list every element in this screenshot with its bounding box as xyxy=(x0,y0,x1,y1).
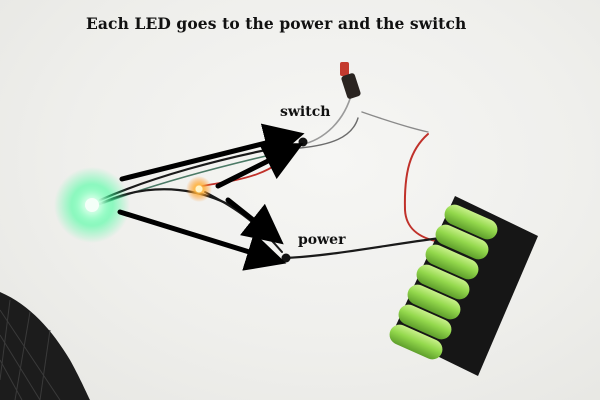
arrow-icon xyxy=(117,209,287,271)
power-junction xyxy=(281,253,291,263)
switch-junction xyxy=(298,137,308,147)
photo-caption: Each LED goes to the power and the switc… xyxy=(86,14,467,33)
battery-icon xyxy=(389,196,538,376)
arrow-icon xyxy=(225,197,284,245)
switch-label: switch xyxy=(280,104,331,120)
led-icon xyxy=(54,167,130,243)
led-icon xyxy=(186,176,212,202)
arrow-icon xyxy=(119,123,305,182)
cutting-mat xyxy=(0,292,90,400)
arrow-icon xyxy=(215,143,304,189)
switch-icon xyxy=(340,62,361,99)
power-label: power xyxy=(298,232,346,248)
